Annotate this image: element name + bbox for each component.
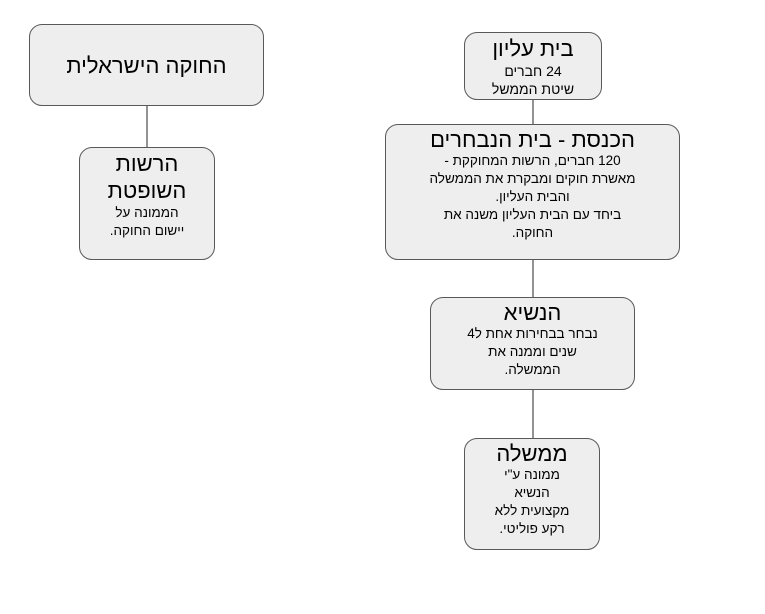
node-upper-house: בית עליון 24 חברים שיטת הממשל [464, 32, 602, 100]
node-title: החוקה הישראלית [66, 52, 227, 78]
node-israeli-constitution: החוקה הישראלית [29, 24, 264, 106]
node-title: הכנסת - בית הנבחרים [430, 127, 635, 152]
node-title: הנשיא [503, 300, 562, 325]
node-title: בית עליון [492, 36, 574, 61]
node-government: ממשלה ממונה ע"י הנשיא מקצועית ללא רקע פו… [464, 438, 600, 550]
node-description: 24 חברים שיטת הממשל [491, 63, 575, 97]
node-title: הרשות השופטת [107, 151, 187, 203]
node-president: הנשיא נבחר בבחירות אחת ל4 שנים וממנה את … [430, 297, 635, 390]
node-description: ממונה ע"י הנשיא מקצועית ללא רקע פוליטי. [494, 467, 570, 536]
node-description: 120 חברים, הרשות המחוקקת - מאשרת חוקים ו… [429, 153, 636, 240]
node-title: ממשלה [496, 441, 568, 466]
node-knesset: הכנסת - בית הנבחרים 120 חברים, הרשות המח… [385, 124, 680, 260]
node-judicial-branch: הרשות השופטת הממונה על יישום החוקה. [79, 147, 215, 260]
node-description: נבחר בבחירות אחת ל4 שנים וממנה את הממשלה… [467, 326, 598, 377]
node-description: הממונה על יישום החוקה. [109, 205, 185, 238]
